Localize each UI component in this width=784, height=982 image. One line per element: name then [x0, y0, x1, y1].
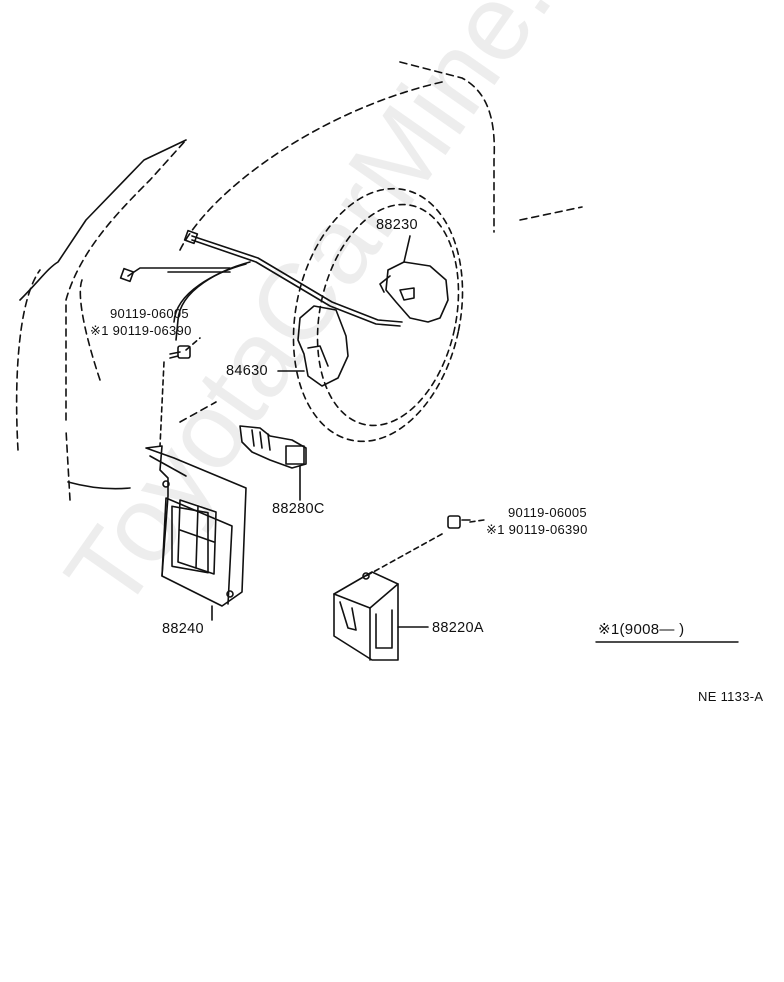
- figure-code: NE 1133-A: [698, 689, 764, 704]
- dash-panel-outline: [15, 61, 583, 501]
- sensor-88280c: [239, 425, 307, 469]
- label-88220a: 88220A: [432, 620, 484, 636]
- body-outline: [19, 139, 187, 301]
- label-88230: 88230: [376, 217, 418, 233]
- label-84630: 84630: [226, 363, 268, 379]
- switch-84630: [297, 305, 349, 387]
- bolt-right: [447, 515, 471, 529]
- leader-solid: [211, 235, 429, 628]
- unit-88220a: [333, 571, 399, 661]
- label-88280c: 88280C: [272, 501, 325, 517]
- body-outline-lower: [67, 481, 131, 490]
- label-bolt-right-alt: ※1 90119-06390: [486, 522, 588, 537]
- label-bolt-left-alt: ※1 90119-06390: [90, 323, 192, 338]
- label-88240: 88240: [162, 621, 204, 637]
- label-bolt-left-std: 90119-06005: [110, 306, 189, 321]
- wire-harness: [119, 229, 403, 341]
- label-bolt-right-std: 90119-06005: [508, 505, 587, 520]
- spiral-cable-88230: [379, 261, 449, 323]
- control-unit-88240: [145, 445, 247, 607]
- leader-dashed: [159, 337, 485, 577]
- bolt-left: [169, 345, 191, 359]
- applicability-note: ※1(9008— ): [598, 621, 685, 638]
